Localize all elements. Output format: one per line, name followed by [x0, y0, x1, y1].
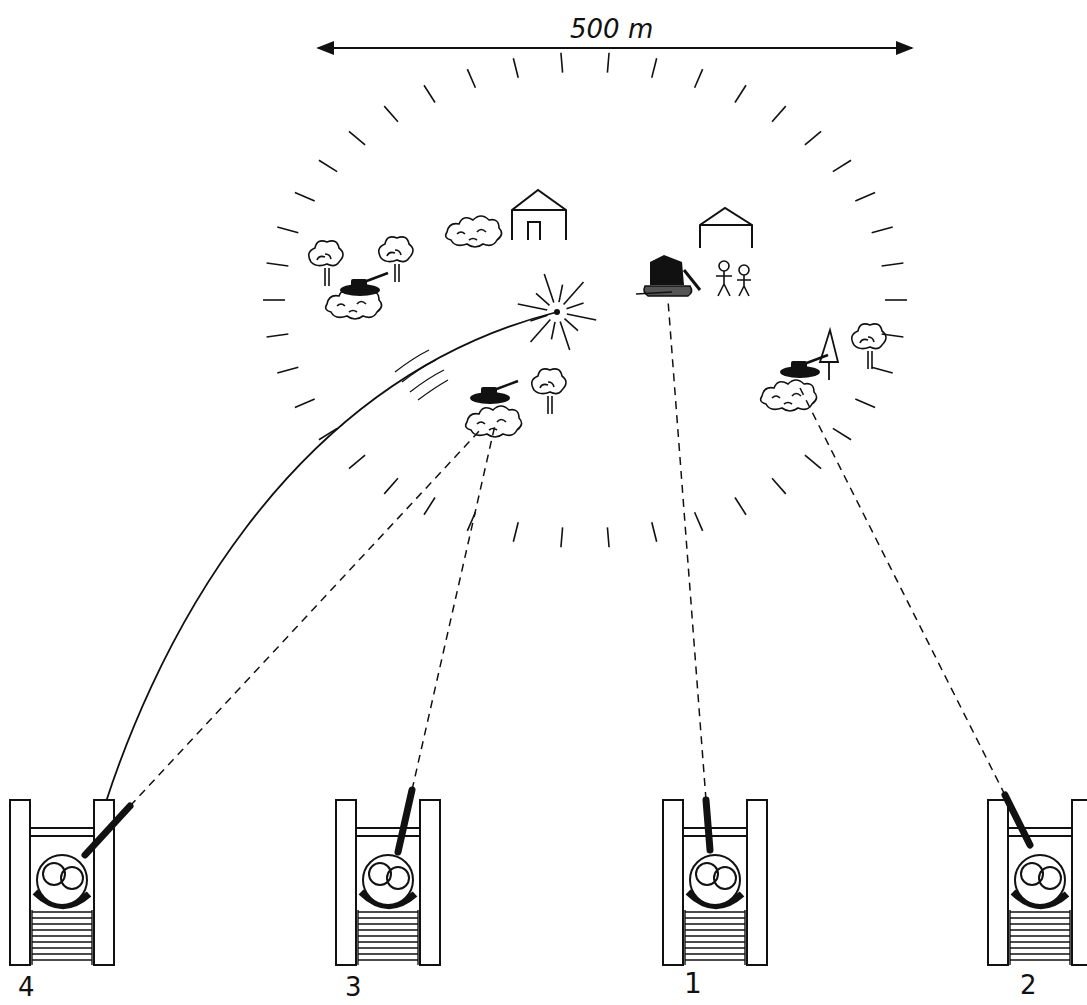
zone-tick	[267, 334, 289, 337]
burst-ray	[560, 321, 570, 349]
burst-ray	[531, 319, 551, 341]
zone-tick	[424, 85, 435, 102]
zone-tick	[735, 497, 746, 514]
zone-tick	[349, 131, 365, 145]
zone-tick	[561, 527, 563, 547]
zone-tick	[872, 367, 893, 373]
burst-ray	[544, 274, 554, 302]
trajectory	[92, 312, 557, 848]
burst-ray	[551, 322, 555, 340]
burst-ray	[566, 303, 583, 309]
zone-tick	[384, 478, 398, 494]
zone-tick	[295, 399, 315, 408]
zone-tick	[885, 299, 907, 301]
zone-tick	[772, 478, 786, 494]
zone-tick	[652, 522, 657, 541]
zone-tick	[513, 58, 518, 77]
zone-tick	[277, 227, 298, 233]
zone-tick	[561, 53, 563, 73]
zone-tick	[882, 263, 904, 266]
zone-tick	[695, 69, 703, 88]
sight-lines	[130, 300, 1005, 806]
burst-ray	[559, 285, 563, 303]
zone-tick	[349, 455, 365, 469]
dimension-arrow	[318, 47, 912, 49]
weapons	[85, 790, 1030, 855]
zone-tick	[833, 160, 851, 171]
position-number: 2	[1020, 972, 1037, 998]
target-area	[309, 190, 886, 437]
zone-tick	[607, 53, 609, 73]
zone-tick	[855, 192, 875, 201]
zone-tick	[277, 367, 298, 373]
zone-tick	[805, 131, 821, 145]
position-number: 4	[18, 974, 35, 1000]
zone-tick	[295, 192, 315, 201]
foxholes	[10, 800, 1087, 965]
burst-ray	[518, 304, 547, 310]
impact-zone	[263, 53, 907, 548]
zone-tick	[263, 299, 285, 301]
burst-ray	[567, 314, 596, 320]
position-number: 3	[345, 974, 362, 1000]
zone-tick	[872, 227, 893, 233]
zone-tick	[424, 497, 435, 514]
burst-ray	[564, 319, 577, 331]
zone-tick	[267, 263, 289, 266]
zone-tick	[467, 69, 475, 88]
burst-ray	[536, 293, 549, 305]
zone-tick	[772, 106, 786, 122]
zone-tick	[319, 160, 337, 171]
dimension-label: 500 m	[570, 16, 653, 42]
zone-tick	[695, 512, 703, 531]
zone-tick	[805, 455, 821, 469]
zone-tick	[855, 399, 875, 408]
trajectory-hatching	[395, 350, 448, 400]
position-number: 1	[684, 970, 702, 998]
zone-tick	[833, 428, 851, 439]
zone-tick	[652, 58, 657, 77]
burst-ray	[564, 282, 584, 304]
zone-tick	[384, 106, 398, 122]
zone-tick	[735, 85, 746, 102]
zone-tick	[513, 522, 518, 541]
zone-tick	[607, 527, 609, 547]
